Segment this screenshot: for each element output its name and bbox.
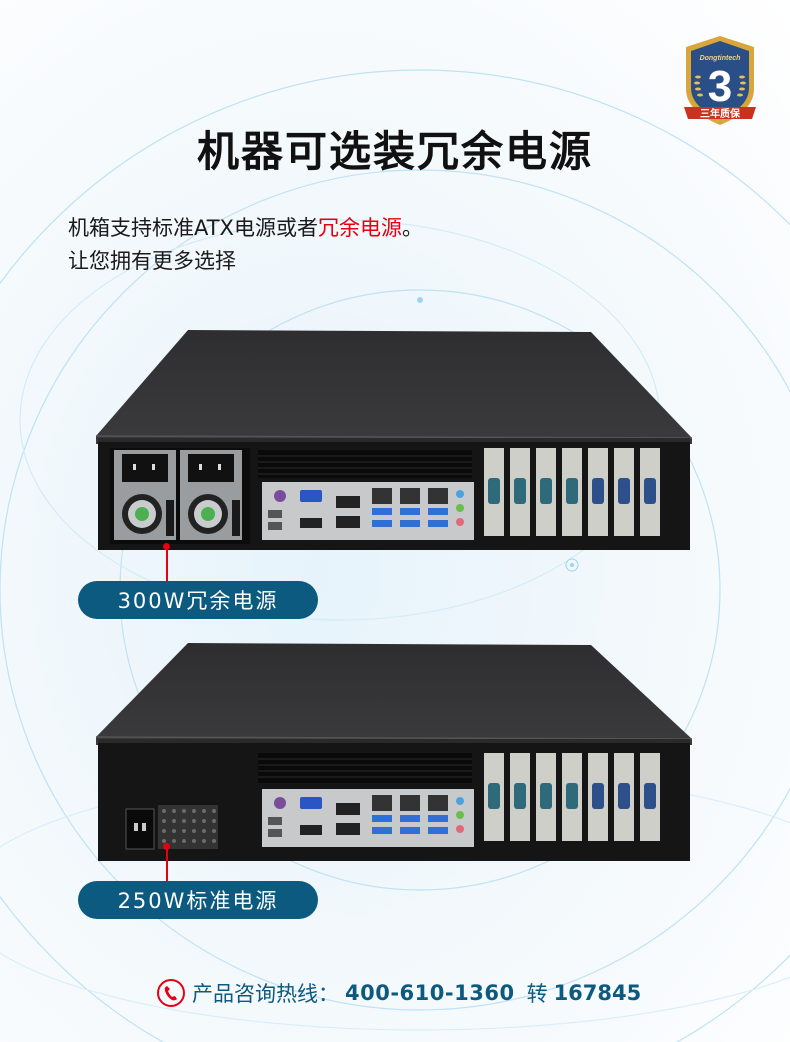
page-title: 机器可选装冗余电源: [196, 127, 593, 176]
pointer-line-2: [166, 846, 168, 882]
description: 机箱支持标准ATX电源或者冗余电源。 让您拥有更多选择: [68, 212, 423, 278]
pci-slots: [484, 753, 660, 841]
svg-text:Dongtintech: Dongtintech: [700, 55, 741, 62]
description-line-1: 机箱支持标准ATX电源或者冗余电源。: [68, 212, 423, 245]
hotline-number[interactable]: 400-610-1360: [345, 981, 515, 1005]
psu-module-2: [180, 450, 242, 540]
warranty-badge-icon: Dongtintech 3 三年质保: [684, 36, 756, 125]
psu-label-standard: 250W标准电源: [78, 881, 318, 919]
server-redundant-psu-image: [96, 330, 692, 550]
hotline-ext: 167845: [553, 981, 642, 1005]
pointer-dot-2: [163, 843, 170, 850]
description-line-2: 让您拥有更多选择: [68, 249, 236, 273]
psu-label-redundant: 300W冗余电源: [78, 581, 318, 619]
description-highlight: 冗余电源: [317, 216, 402, 240]
description-text: 机箱支持标准ATX电源或者: [68, 216, 318, 240]
atx-psu: [125, 805, 218, 850]
hotline: 产品咨询热线： 400-610-1360 转 167845: [156, 977, 641, 1009]
phone-icon: [157, 979, 185, 1007]
pci-slots: [484, 448, 660, 536]
psu-module-1: [114, 450, 176, 540]
description-punctuation: 。: [401, 216, 423, 240]
hotline-ext-label: 转: [526, 982, 548, 1006]
pointer-dot-1: [163, 543, 170, 550]
server-standard-psu-image: [96, 643, 692, 861]
pointer-line-1: [166, 546, 168, 582]
svg-text:三年质保: 三年质保: [700, 107, 741, 120]
hotline-label: 产品咨询热线：: [192, 982, 339, 1006]
svg-text:3: 3: [708, 62, 732, 111]
